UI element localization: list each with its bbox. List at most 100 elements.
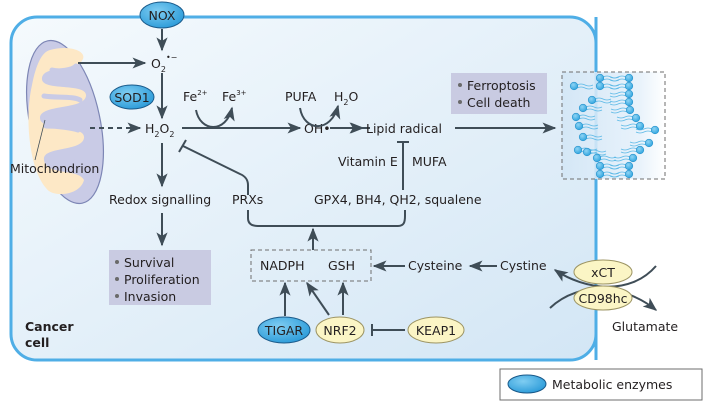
lipid-tail	[585, 137, 603, 141]
lipid-tail	[616, 115, 634, 119]
inhibit-h2o2-by-prxs	[182, 145, 249, 195]
lipid-tail	[581, 126, 599, 130]
lipid-head	[573, 145, 583, 155]
lipid-tail	[589, 149, 607, 153]
lipid-tail	[594, 100, 612, 104]
legend-label: Metabolic enzymes	[552, 377, 672, 392]
lipid-head	[624, 81, 634, 91]
svg-text:GSH: GSH	[328, 258, 355, 273]
svg-text:Proliferation: Proliferation	[124, 272, 200, 287]
lipid-tail	[620, 147, 638, 151]
lipid-tail	[609, 94, 627, 98]
lipid-head	[578, 103, 588, 113]
svg-text:Cell death: Cell death	[467, 95, 530, 110]
transporter-xct: xCT	[573, 259, 633, 285]
lipid-tail	[609, 75, 627, 79]
water-label: H2O	[334, 89, 359, 107]
lipid-membrane-panel	[561, 17, 666, 360]
superoxide-label: O2•−	[151, 53, 177, 74]
fe3-label: Fe3+	[222, 89, 247, 104]
lipid-molecules	[569, 73, 660, 179]
lipid-head	[625, 105, 635, 115]
lipid-tail	[599, 155, 617, 159]
lipid-tail	[609, 174, 627, 178]
svg-text:xCT: xCT	[591, 265, 615, 280]
lipid-tail	[609, 83, 627, 87]
lipid-head	[628, 153, 638, 163]
lipid-head	[624, 169, 634, 179]
lipid-tail	[609, 166, 627, 170]
lipid-head	[592, 153, 602, 163]
metabolic-enzyme-legend-icon	[507, 374, 547, 394]
lipid-tail	[578, 117, 596, 121]
cell-boundary	[9, 15, 598, 362]
redox-signalling-label: Redox signalling	[109, 192, 211, 207]
lipid-tail	[629, 140, 647, 144]
lipid-tail	[609, 86, 627, 90]
lipid-tail	[599, 158, 617, 162]
enzyme-sod1: SOD1	[109, 84, 155, 110]
glutamate-label: Glutamate	[612, 319, 678, 334]
lipid-head	[650, 125, 660, 135]
lipid-head	[595, 161, 605, 171]
mitochondrion-label: Mitochondrion	[10, 161, 99, 176]
redox-outcome-box: Survival Proliferation Invasion	[109, 250, 211, 305]
lipid-tail	[609, 163, 627, 167]
lipid-head	[635, 145, 645, 155]
svg-text:KEAP1: KEAP1	[416, 323, 456, 338]
lipid-tail	[609, 171, 627, 175]
lipid-head	[595, 81, 605, 91]
cysteine-label: Cysteine	[408, 258, 463, 273]
lipid-head	[578, 132, 588, 142]
gpx4-group-label: GPX4, BH4, QH2, squalene	[314, 192, 482, 207]
lipid-tail	[585, 108, 603, 112]
svg-text:CD98hc: CD98hc	[578, 291, 627, 306]
lipid-tail	[589, 152, 607, 156]
lipid-head	[574, 121, 584, 131]
bracket-antioxidants	[247, 210, 406, 227]
lipid-radical-label: Lipid radical	[366, 121, 442, 136]
lipid-tail	[576, 86, 594, 90]
nadph-gsh-box: NADPH GSH	[250, 249, 372, 282]
lipid-tail	[616, 118, 634, 122]
mufa-label: MUFA	[412, 154, 447, 169]
legend: Metabolic enzymes	[499, 368, 703, 401]
svg-text:NOX: NOX	[149, 8, 176, 23]
lipid-tail	[609, 102, 627, 106]
cystine-label: Cystine	[500, 258, 547, 273]
fenton-curve-arrow	[195, 106, 235, 128]
lipid-head	[569, 81, 579, 91]
svg-text:Ferroptosis: Ferroptosis	[467, 78, 536, 93]
lipid-tail	[629, 143, 647, 147]
svg-text:TIGAR: TIGAR	[264, 323, 304, 338]
lipid-tail	[585, 134, 603, 138]
lipid-head	[635, 121, 645, 131]
lipid-head	[631, 113, 641, 123]
lipid-tail	[635, 130, 653, 134]
svg-text:O2•−: O2•−	[151, 53, 177, 74]
lipid-tail	[620, 150, 638, 154]
lipid-tail	[609, 99, 627, 103]
prxs-label: PRXs	[232, 192, 263, 207]
lipid-head	[587, 95, 597, 105]
cancer-cell-label-line2: cell	[25, 335, 49, 350]
lipid-head	[624, 97, 634, 107]
h2o2-label: H2O2	[145, 121, 174, 139]
lipid-head	[624, 89, 634, 99]
vitamin-e-label: Vitamin E	[338, 154, 398, 169]
cancer-cell-label-line1: Cancer	[25, 319, 74, 334]
lipid-tail	[613, 155, 631, 159]
lipid-tail	[620, 123, 638, 127]
lipid-tail	[613, 158, 631, 162]
lipid-tail	[609, 91, 627, 95]
mitochondrion-icon	[26, 39, 104, 205]
lipid-tail	[581, 123, 599, 127]
pufa-label: PUFA	[285, 89, 317, 104]
svg-text:Survival: Survival	[124, 255, 174, 270]
lipid-head	[624, 73, 634, 83]
transporter-cd98hc: CD98hc	[573, 285, 633, 311]
lipid-tail	[609, 78, 627, 82]
lipid-head	[644, 138, 654, 148]
lipid-head	[595, 73, 605, 83]
